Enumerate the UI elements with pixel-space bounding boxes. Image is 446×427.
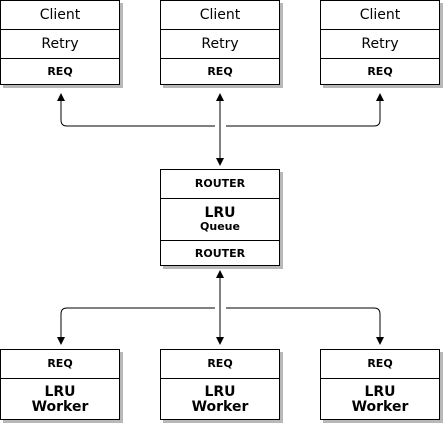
client-title: Client — [39, 6, 81, 23]
client-socket-label: REQ — [161, 58, 279, 85]
worker-socket-label: REQ — [207, 357, 233, 370]
client-right-connector — [226, 93, 384, 127]
lru-queue-title: LRU Queue — [161, 198, 279, 240]
worker-socket-label: REQ — [367, 357, 393, 370]
client-socket-label: REQ — [321, 58, 439, 85]
worker-socket-label: REQ — [47, 357, 73, 370]
client-socket-label: REQ — [1, 58, 119, 85]
frontend-router-label: ROUTER — [194, 177, 246, 190]
client-left-connector — [57, 93, 215, 127]
client-box-1: Client Retry REQ — [0, 0, 120, 85]
worker-right-connector — [226, 307, 384, 345]
client-title: Client — [359, 6, 401, 23]
client-box-3: Client Retry REQ — [320, 0, 440, 85]
worker-box-1: REQ LRU Worker — [0, 349, 120, 420]
client-retry-label: Retry — [161, 29, 279, 58]
lru-queue-title-line1: LRU — [204, 205, 236, 221]
client-retry-label: Retry — [1, 29, 119, 58]
worker-title-line1: LRU — [364, 383, 396, 400]
worker-title: LRU Worker — [321, 378, 439, 420]
client-title: Client — [199, 6, 241, 23]
worker-title-line2: Worker — [191, 398, 249, 415]
worker-title-line1: LRU — [204, 383, 236, 400]
client-box-2: Client Retry REQ — [160, 0, 280, 85]
worker-title-line2: Worker — [31, 398, 89, 415]
lru-queue-title-line2: Queue — [200, 220, 240, 233]
client-retry-label: Retry — [321, 29, 439, 58]
backend-router-label: ROUTER — [161, 240, 279, 266]
worker-left-connector — [57, 307, 215, 345]
worker-title: LRU Worker — [161, 378, 279, 420]
worker-title-line2: Worker — [351, 398, 409, 415]
worker-box-3: REQ LRU Worker — [320, 349, 440, 420]
worker-box-2: REQ LRU Worker — [160, 349, 280, 420]
lru-queue-box: ROUTER LRU Queue ROUTER — [160, 169, 280, 266]
worker-title: LRU Worker — [1, 378, 119, 420]
worker-title-line1: LRU — [44, 383, 76, 400]
